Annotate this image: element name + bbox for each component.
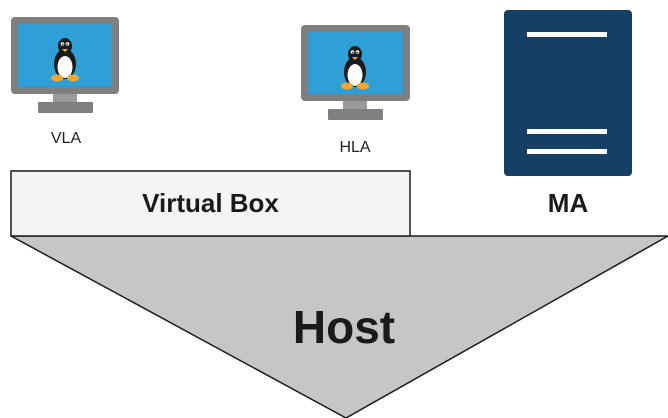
host-label: Host — [292, 301, 396, 353]
virtualbox-label: Virtual Box — [142, 188, 279, 218]
virtualbox-box — [10, 170, 411, 237]
ma-label: MA — [547, 188, 589, 218]
vla-linux-monitor-icon — [11, 17, 119, 113]
ma-server-icon — [504, 10, 632, 176]
vla-label: VLA — [50, 130, 82, 147]
hla-label: HLA — [339, 139, 371, 156]
hla-linux-monitor-icon — [301, 25, 410, 120]
